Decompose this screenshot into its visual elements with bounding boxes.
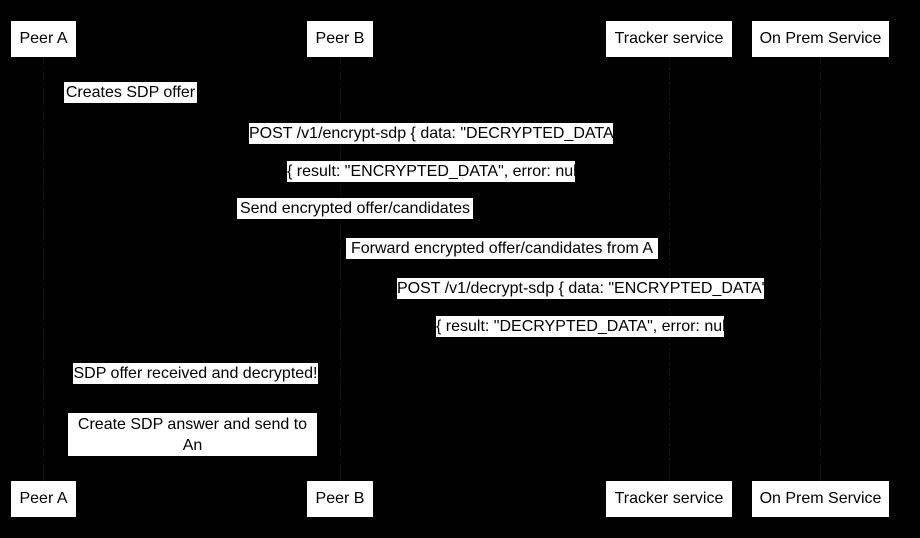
message-post-decrypt-sdp: POST /v1/decrypt-sdp { data: "ENCRYPTED_…: [397, 278, 778, 299]
actor-peer-b-top: Peer B: [307, 21, 373, 57]
message-encrypt-result: { result: "ENCRYPTED_DATA", error: null …: [287, 161, 591, 182]
message-forward-encrypted-offer: Forward encrypted offer/candidates from …: [346, 238, 658, 259]
note-create-sdp-answer: Create SDP answer and send to An using t…: [68, 413, 317, 475]
lifeline-peer-a: [43, 57, 44, 481]
message-creates-sdp-offer: Creates SDP offer: [64, 82, 197, 103]
actor-tracker-service-bottom: Tracker service: [606, 481, 732, 517]
actor-peer-b-bottom: Peer B: [307, 481, 373, 517]
lifeline-peer-b: [340, 57, 341, 481]
lifeline-tracker-service: [669, 57, 670, 481]
actor-tracker-service-top: Tracker service: [606, 21, 732, 57]
note-line-1: Create SDP answer and send to An: [77, 416, 308, 454]
lifeline-on-prem-service: [820, 57, 821, 481]
message-send-encrypted-offer: Send encrypted offer/candidates: [237, 198, 473, 219]
actor-on-prem-service-bottom: On Prem Service: [752, 481, 889, 517]
actor-peer-a-bottom: Peer A: [11, 481, 76, 517]
actor-peer-a-top: Peer A: [11, 21, 76, 57]
note-line-2: using the same mechanism: [95, 458, 290, 475]
message-post-encrypt-sdp: POST /v1/encrypt-sdp { data: "DECRYPTED_…: [249, 123, 630, 144]
message-sdp-offer-received: SDP offer received and decrypted!: [73, 363, 318, 384]
actor-on-prem-service-top: On Prem Service: [752, 21, 889, 57]
message-decrypt-result: { result: "DECRYPTED_DATA", error: null …: [436, 316, 740, 337]
